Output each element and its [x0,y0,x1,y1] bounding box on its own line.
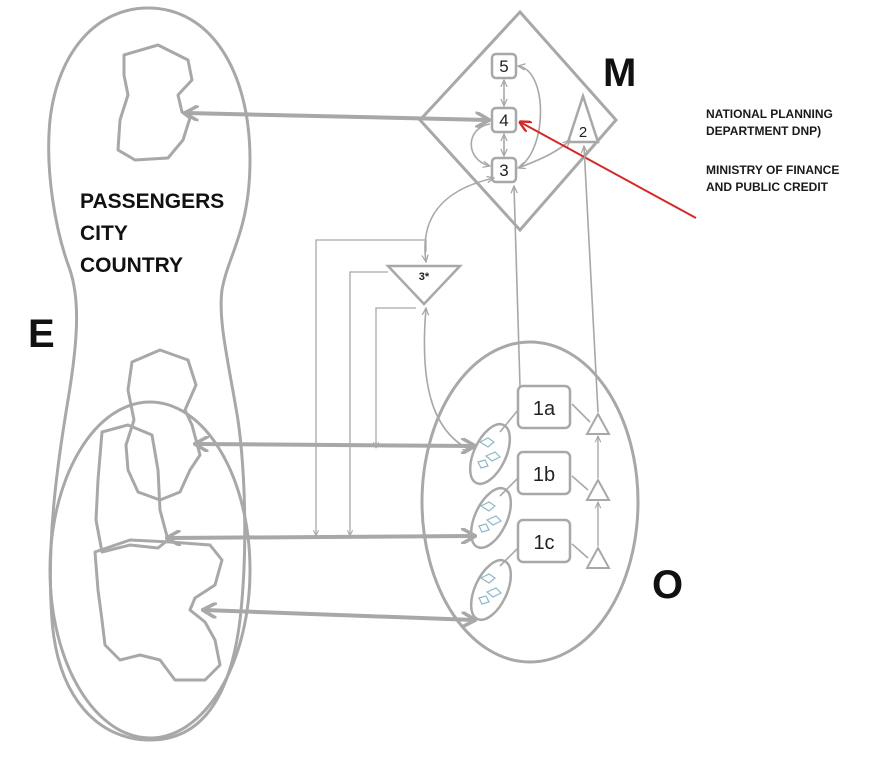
node-2-triangle [566,91,600,144]
node-1a-label: 1a [533,398,556,420]
node-4-label: 4 [499,111,508,130]
node-1c-label: 1c [533,532,554,554]
link-oval2-1b [499,477,519,497]
arrow-3-to-3star [425,178,494,262]
loop-4-to-3-left [470,123,490,166]
city-map-top [116,43,194,162]
box1b-to-tri2 [571,475,589,491]
country-map-large [94,423,170,554]
small-triangle-2 [585,477,611,501]
link-oval3-1c [499,547,519,567]
node-1c [516,518,572,564]
small-triangle-1 [585,411,611,435]
city-map-middle [124,348,202,502]
link-tri1-to-node-2 [584,146,599,413]
node-2-label: 2 [579,124,587,141]
node-1b-label: 1b [533,464,555,486]
feedback-line-outer [316,239,427,536]
e-region-outline [47,6,252,742]
note-line-4: AND PUBLIC CREDIT [706,180,829,194]
operator-oval-3 [469,558,513,622]
m-diamond [417,9,618,233]
small-triangle-3 [585,545,611,569]
m-label: M [603,51,636,95]
operator-oval-2 [469,486,513,550]
node-3star-triangle [385,264,463,306]
arrow-e-to-m [186,113,488,120]
note-line-3: MINISTRY OF FINANCE [706,163,839,177]
node-1b [516,450,572,496]
node-5 [490,52,518,80]
note-line-1: NATIONAL PLANNING [706,107,833,121]
link-oval1-1a [499,409,519,433]
red-pointer-arrow [520,122,697,219]
passengers-label: PASSENGERS [80,190,224,213]
feedback-line-inner [376,307,416,448]
e-lower-ellipse [48,400,252,740]
e-label: E [28,312,55,356]
node-4 [490,106,518,134]
arrow-e-to-operator-2 [168,536,474,538]
arrow-e-to-operator-1 [196,444,474,446]
link-1a-to-node-3 [514,186,521,387]
box1c-to-tri3 [571,543,589,559]
arrow-3star-to-operator [424,308,470,451]
node-3star-label: 3* [419,271,430,283]
note-line-2: DEPARTMENT DNP) [706,124,821,138]
box1a-to-tri1 [571,403,591,423]
feedback-line-middle [350,271,388,536]
city-label: CITY [80,222,128,245]
arrow-3-to-2 [518,140,570,168]
node-5-label: 5 [499,57,508,76]
node-3 [490,156,518,184]
node-1a [516,384,572,430]
country-map-lower [93,538,224,682]
operator-oval-1 [468,422,512,486]
o-label: O [652,563,683,607]
country-label: COUNTRY [80,254,183,277]
loop-5-to-3 [518,66,542,169]
arrow-e-to-operator-3 [204,610,474,620]
node-3-label: 3 [499,161,508,180]
o-region-ellipse [420,340,640,664]
